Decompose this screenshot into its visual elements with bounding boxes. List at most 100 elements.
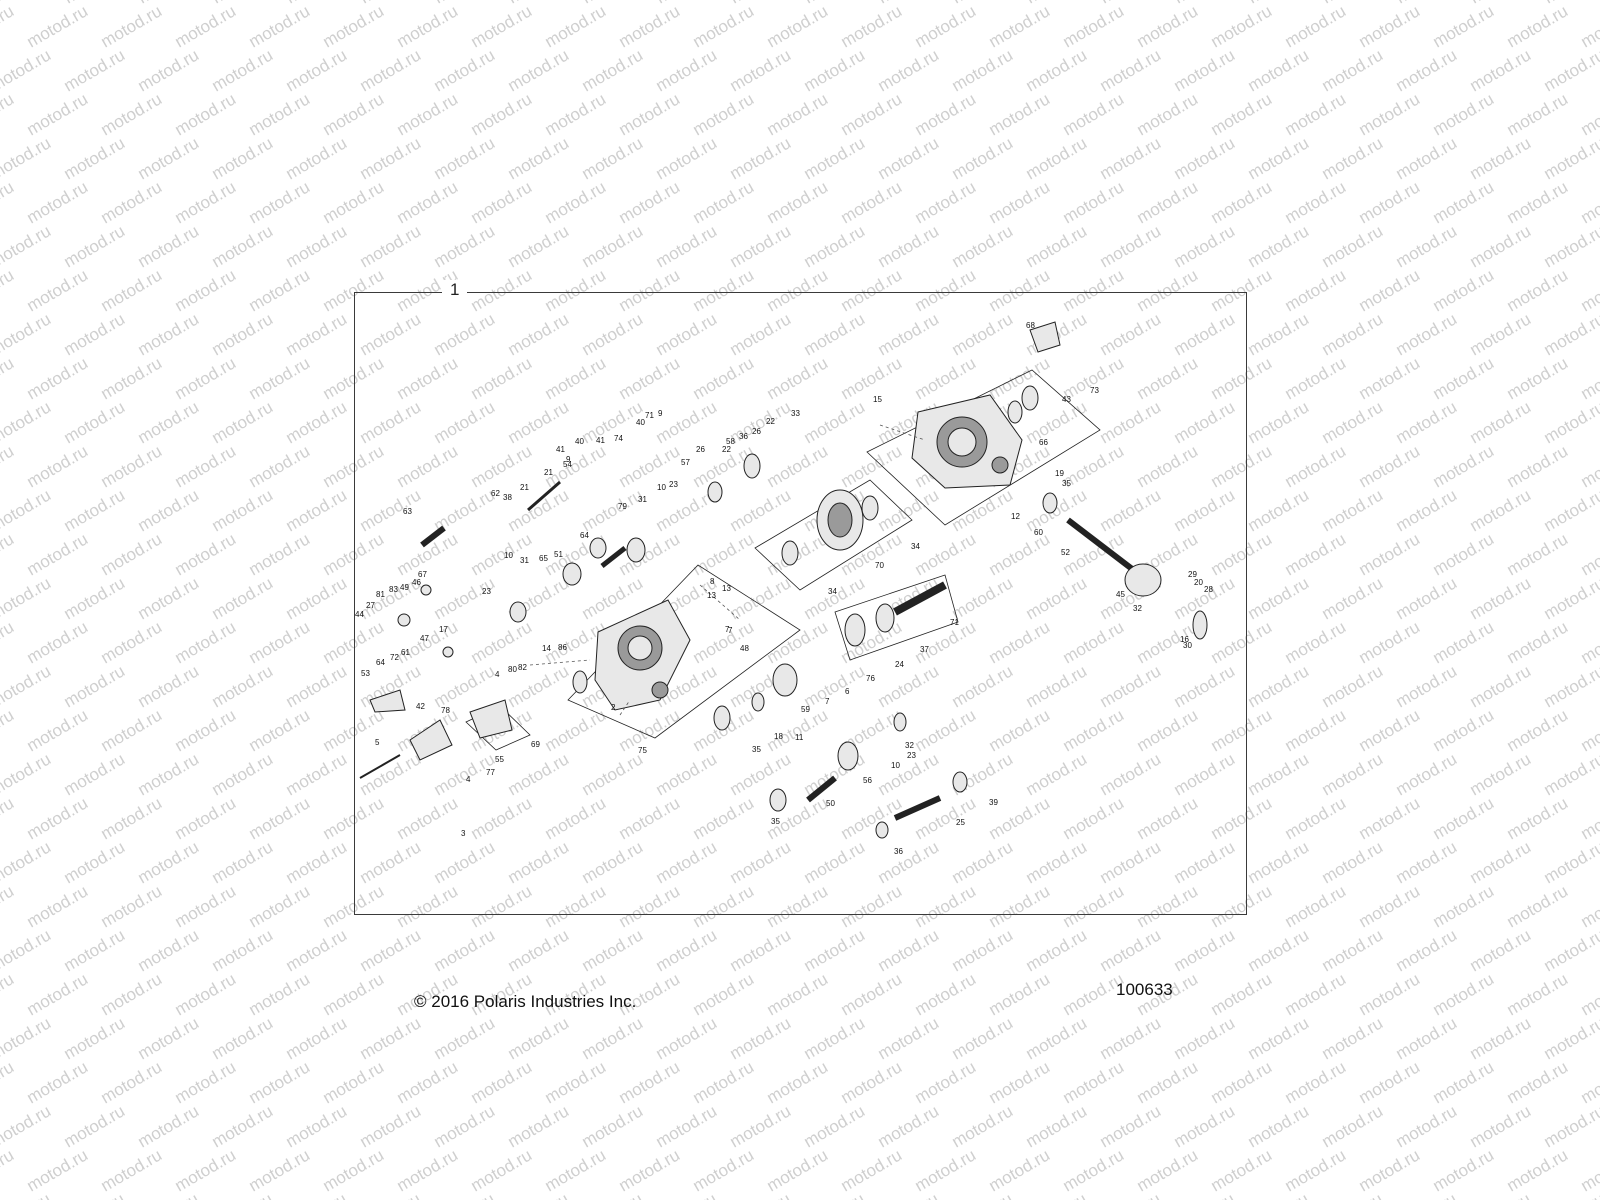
part-callout-label: 37 [920, 645, 929, 654]
part-callout-label: 61 [401, 648, 410, 657]
part-callout-label: 23 [669, 480, 678, 489]
part-callout-label: 38 [503, 493, 512, 502]
part-callout-label: 39 [989, 798, 998, 807]
part-callout-label: 47 [420, 634, 429, 643]
part-callout-label: 54 [563, 460, 572, 469]
part-callout-label: 35 [771, 817, 780, 826]
small-hardware [359, 321, 1061, 779]
copyright-notice: © 2016 Polaris Industries Inc. [414, 992, 637, 1011]
part-callout-label: 71 [645, 411, 654, 420]
part-callout-label: 8 [710, 577, 715, 586]
part-callout-label: 45 [1116, 590, 1125, 599]
part-callout-label: 27 [366, 601, 375, 610]
part-callout-label: 62 [491, 489, 500, 498]
part-callout-label: 55 [495, 755, 504, 764]
part-callout-label: 17 [439, 625, 448, 634]
callout-layer: 6873156643193512605229202845321630332226… [355, 321, 1213, 856]
part-callout-label: 64 [376, 658, 385, 667]
part-callout-label: 68 [1026, 321, 1035, 330]
part-callout-label: 46 [412, 578, 421, 587]
part-callout-label: 86 [558, 643, 567, 652]
part-callout-label: 21 [520, 483, 529, 492]
part-callout-label: 23 [482, 587, 491, 596]
part-callout-label: 63 [403, 507, 412, 516]
part-callout-label: 36 [739, 432, 748, 441]
axis-line [699, 584, 741, 621]
part-callout-label: 35 [1062, 479, 1071, 488]
part-callout-label: 11 [795, 733, 804, 742]
part-callout-label: 49 [400, 583, 409, 592]
part-callout-label: 2 [611, 703, 616, 712]
drive-shaft-part [844, 581, 947, 647]
part-callout-label: 19 [1055, 469, 1064, 478]
axis-line [529, 659, 591, 666]
part-callout-label: 14 [542, 644, 551, 653]
part-callout-label: 24 [895, 660, 904, 669]
part-callout-label: 10 [504, 551, 513, 560]
part-callout-label: 43 [1062, 395, 1071, 404]
part-callout-label: 32 [1133, 604, 1142, 613]
part-callout-label: 40 [575, 437, 584, 446]
part-callout-label: 36 [894, 847, 903, 856]
part-callout-label: 31 [638, 495, 647, 504]
part-callout-label: 80 [508, 665, 517, 674]
part-callout-label: 26 [752, 427, 761, 436]
part-callout-label: 7 [725, 625, 730, 634]
part-callout-label: 22 [766, 417, 775, 426]
part-callout-label: 22 [722, 445, 731, 454]
part-callout-label: 48 [740, 644, 749, 653]
part-callout-label: 4 [466, 775, 471, 784]
part-callout-label: 20 [1194, 578, 1203, 587]
part-callout-label: 66 [1039, 438, 1048, 447]
housing-right-part [911, 394, 1023, 489]
part-callout-label: 33 [791, 409, 800, 418]
part-callout-label: 81 [376, 590, 385, 599]
output-shaft-part [1066, 517, 1208, 640]
ring-gear-part [816, 489, 864, 551]
part-callout-label: 5 [375, 738, 380, 747]
part-callout-label: 44 [355, 610, 364, 619]
part-callout-label: 35 [752, 745, 761, 754]
part-callout-label: 79 [618, 502, 627, 511]
part-callout-label: 70 [875, 561, 884, 570]
part-callout-label: 75 [638, 746, 647, 755]
part-callout-label: 51 [554, 550, 563, 559]
part-callout-label: 41 [596, 436, 605, 445]
part-callout-label: 3 [461, 829, 466, 838]
part-callout-label: 78 [441, 706, 450, 715]
part-callout-label: 57 [681, 458, 690, 467]
part-callout-label: 53 [361, 669, 370, 678]
part-callout-label: 50 [826, 799, 835, 808]
part-callout-label: 65 [539, 554, 548, 563]
part-callout-label: 32 [905, 741, 914, 750]
part-callout-label: 25 [956, 818, 965, 827]
part-callout-label: 72 [390, 653, 399, 662]
part-callout-label: 34 [911, 542, 920, 551]
part-callout-label: 34 [828, 587, 837, 596]
part-callout-label: 15 [873, 395, 882, 404]
part-callout-label: 4 [495, 670, 500, 679]
diagram-number: 100633 [1116, 980, 1173, 999]
part-callout-label: 13 [722, 584, 731, 593]
part-callout-label: 13 [707, 591, 716, 600]
part-callout-label: 52 [1061, 548, 1070, 557]
part-callout-label: 73 [1090, 386, 1099, 395]
gears [509, 453, 859, 771]
part-callout-label: 18 [774, 732, 783, 741]
part-callout-label: 41 [556, 445, 565, 454]
part-callout-label: 9 [658, 409, 663, 418]
part-callout-label: 82 [518, 663, 527, 672]
part-callout-label: 28 [1204, 585, 1213, 594]
part-callout-label: 10 [657, 483, 666, 492]
part-callout-label: 60 [1034, 528, 1043, 537]
housing-left-part [594, 599, 691, 711]
part-callout-label: 74 [614, 434, 623, 443]
part-callout-label: 10 [891, 761, 900, 770]
part-callout-label: 31 [520, 556, 529, 565]
part-callout-label: 42 [416, 702, 425, 711]
part-callout-label: 12 [1011, 512, 1020, 521]
part-callout-label: 30 [1183, 641, 1192, 650]
part-callout-label: 6 [845, 687, 850, 696]
part-callout-label: 77 [486, 768, 495, 777]
